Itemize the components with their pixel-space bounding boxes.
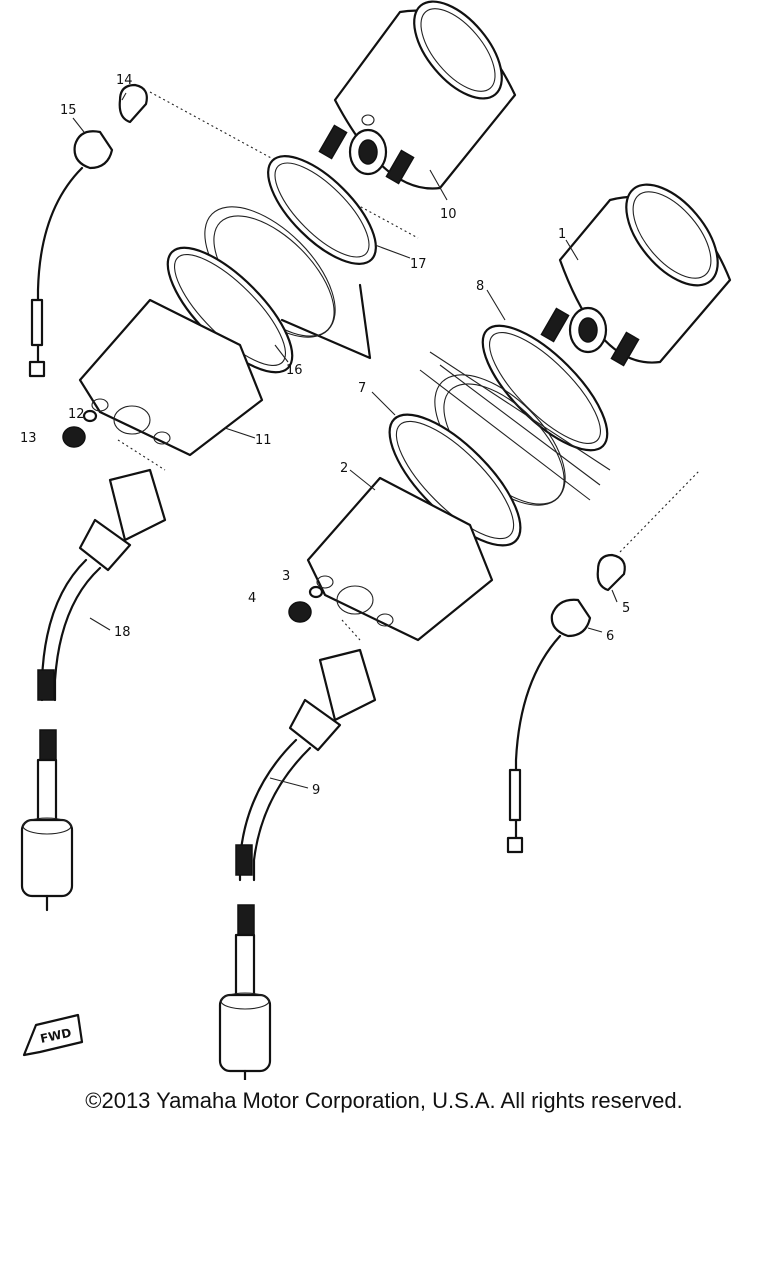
label-5: 5 [622, 601, 630, 616]
label-13: 13 [20, 431, 37, 446]
fwd-direction-marker: FWD [22, 1013, 84, 1057]
nut-part-13 [62, 409, 98, 448]
label-6: 6 [606, 629, 614, 644]
cable-part-9 [218, 648, 377, 1080]
label-9: 9 [312, 783, 320, 798]
leader-lines [72, 92, 618, 789]
label-12: 12 [68, 407, 85, 422]
label-10: 10 [440, 207, 457, 222]
meter-body-part-10 [318, 0, 517, 190]
label-16: 16 [286, 363, 303, 378]
label-7: 7 [358, 381, 366, 396]
fwd-label: FWD [39, 1026, 73, 1046]
gasket-part-16 [166, 246, 294, 374]
label-17: 17 [410, 257, 427, 272]
housing-part-11 [78, 298, 264, 457]
cable-part-18 [20, 468, 167, 912]
exploded-parts-diagram: FWD 14 15 10 17 1 8 16 11 12 13 7 2 3 4 … [20, 0, 732, 1080]
label-1: 1 [558, 227, 566, 242]
label-15: 15 [60, 103, 77, 118]
label-14: 14 [116, 73, 133, 88]
part-number-labels: 14 15 10 17 1 8 16 11 12 13 7 2 3 4 5 6 … [20, 73, 630, 798]
label-8: 8 [476, 279, 484, 294]
housing-part-2 [306, 476, 494, 642]
gasket-part-7 [388, 413, 522, 547]
nut-part-4 [288, 585, 324, 623]
gasket-part-17 [267, 155, 377, 360]
label-3: 3 [282, 569, 290, 584]
label-11: 11 [255, 433, 272, 448]
bulb-socket-part-14-15 [28, 83, 148, 378]
copyright-notice: ©2013 Yamaha Motor Corporation, U.S.A. A… [85, 1088, 683, 1113]
label-2: 2 [340, 461, 348, 476]
gasket-part-8 [481, 324, 609, 452]
label-18: 18 [114, 625, 131, 640]
bulb-socket-part-5-6 [506, 553, 626, 854]
meter-body-part-1 [540, 183, 732, 367]
label-4: 4 [248, 591, 256, 606]
assembly-guide-lines [117, 91, 701, 641]
